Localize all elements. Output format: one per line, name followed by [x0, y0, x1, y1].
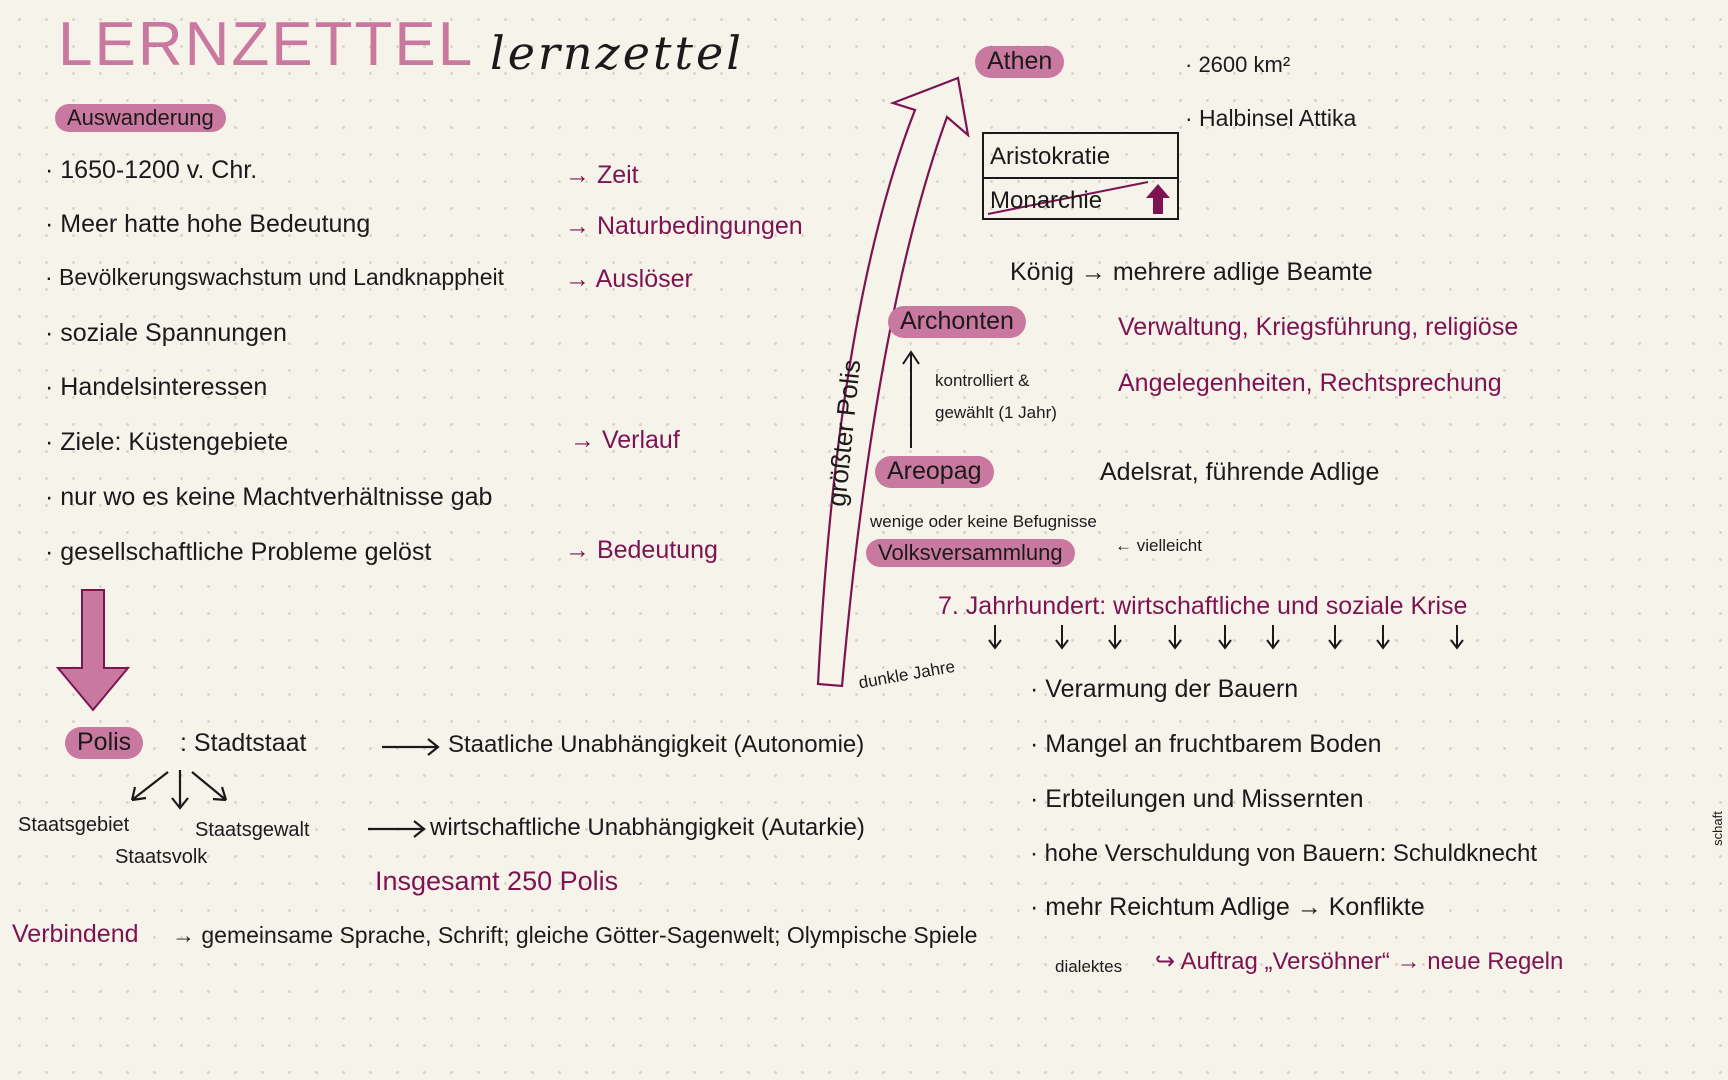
connecting-label: Verbindend [12, 920, 139, 948]
heading-archonten: Archonten [888, 306, 1026, 338]
bullet: · Handelsinteressen [45, 373, 268, 401]
bullet: · gesellschaftliche Probleme gelöst [45, 538, 432, 566]
connecting-text: → gemeinsame Sprache, Schrift; gleiche G… [172, 922, 978, 948]
archonten-desc-2: Angelegenheiten, Rechtsprechung [1118, 369, 1502, 397]
volk-maybe: ← vielleicht [1115, 536, 1202, 555]
bullet: · nur wo es keine Machtverhältnisse gab [45, 483, 493, 511]
polis-total: Insgesamt 250 Polis [375, 866, 619, 896]
strike-through [987, 181, 1149, 215]
curved-up-arrow-icon [816, 76, 970, 688]
cause: · Mangel an fruchtbarem Boden [1030, 730, 1382, 758]
element-staatsvolk: Staatsvolk [115, 846, 208, 868]
polis-autonomy: Staatliche Unabhängigkeit (Autonomie) [448, 731, 865, 758]
polis-autarky: wirtschaftliche Unabhängigkeit (Autarkie… [430, 814, 865, 841]
bullet: · Ziele: Küstengebiete [45, 428, 289, 456]
up-arrow-icon [1146, 184, 1170, 214]
control-note-1: kontrolliert & [935, 371, 1030, 390]
archonten-desc-1: Verwaltung, Kriegsführung, religiöse [1118, 313, 1519, 341]
reform-result: ↪ Auftrag „Versöhner“ → neue Regeln [1155, 948, 1564, 975]
crisis-arrows-icon [988, 625, 1464, 650]
cause: · Verarmung der Bauern [1030, 675, 1299, 703]
tag-verlauf: → Verlauf [570, 426, 680, 454]
title-caps: LERNZETTEL [58, 10, 475, 79]
tag-ausloeser: → Auslöser [565, 265, 693, 293]
bullet: · 1650-1200 v. Chr. [45, 156, 258, 184]
bullet: · Meer hatte hohe Bedeutung [45, 210, 371, 238]
areopag-desc: Adelsrat, führende Adlige [1100, 458, 1380, 486]
box-aristokratie: Aristokratie [990, 143, 1111, 170]
bullet: · soziale Spannungen [45, 319, 287, 347]
dialects-note: dialektes [1055, 957, 1123, 976]
down-arrow-icon [55, 589, 131, 712]
branch-arrows-icon [130, 770, 228, 810]
element-staatsgewalt: Staatsgewalt [195, 819, 310, 841]
crisis-heading: 7. Jahrhundert: wirtschaftliche und sozi… [938, 592, 1468, 620]
government-box [982, 132, 1179, 220]
element-staatsgebiet: Staatsgebiet [18, 814, 130, 836]
tag-bedeutung: → Bedeutung [565, 536, 718, 564]
control-note-2: gewählt (1 Jahr) [935, 403, 1057, 422]
cause: · Erbteilungen und Missernten [1030, 785, 1364, 813]
heading-volksversammlung: Volksversammlung [866, 539, 1075, 568]
cause: · hohe Verschuldung von Bauern: Schuldkn… [1030, 840, 1538, 867]
polis-definition: : Stadtstaat [180, 729, 307, 757]
tag-naturbedingungen: → Naturbedingungen [565, 212, 803, 240]
heading-athen: Athen [975, 46, 1065, 78]
heading-areopag: Areopag [875, 456, 994, 488]
heading-auswanderung: Auswanderung [55, 104, 226, 133]
king-note: König → mehrere adlige Beamte [1010, 258, 1373, 286]
arrow-icon [368, 738, 440, 838]
title-script: lernzettel [490, 26, 744, 80]
cause-suffix: schaft [1709, 811, 1725, 846]
cause: · mehr Reichtum Adlige → Konflikte [1030, 893, 1425, 921]
fact-attika: · Halbinsel Attika [1185, 105, 1357, 131]
fact-area: · 2600 km² [1185, 52, 1291, 77]
up-arrow-icon [902, 350, 920, 448]
volk-note: wenige oder keine Befugnisse [870, 512, 1097, 531]
heading-polis: Polis [65, 727, 144, 759]
bullet: · Bevölkerungswachstum und Landknappheit [45, 264, 505, 290]
tag-zeit: → Zeit [565, 161, 639, 189]
box-monarchie: Monarchie [990, 187, 1103, 214]
